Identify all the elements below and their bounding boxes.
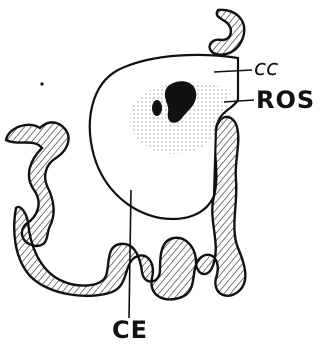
label-ros: ROS: [256, 88, 315, 112]
small-nucleus: [152, 100, 162, 116]
label-ce: CE: [112, 318, 148, 342]
label-cc: cc: [254, 58, 278, 80]
ce-leader-line: [129, 190, 131, 318]
stray-dot: [40, 82, 43, 85]
top-hook: [210, 10, 245, 55]
